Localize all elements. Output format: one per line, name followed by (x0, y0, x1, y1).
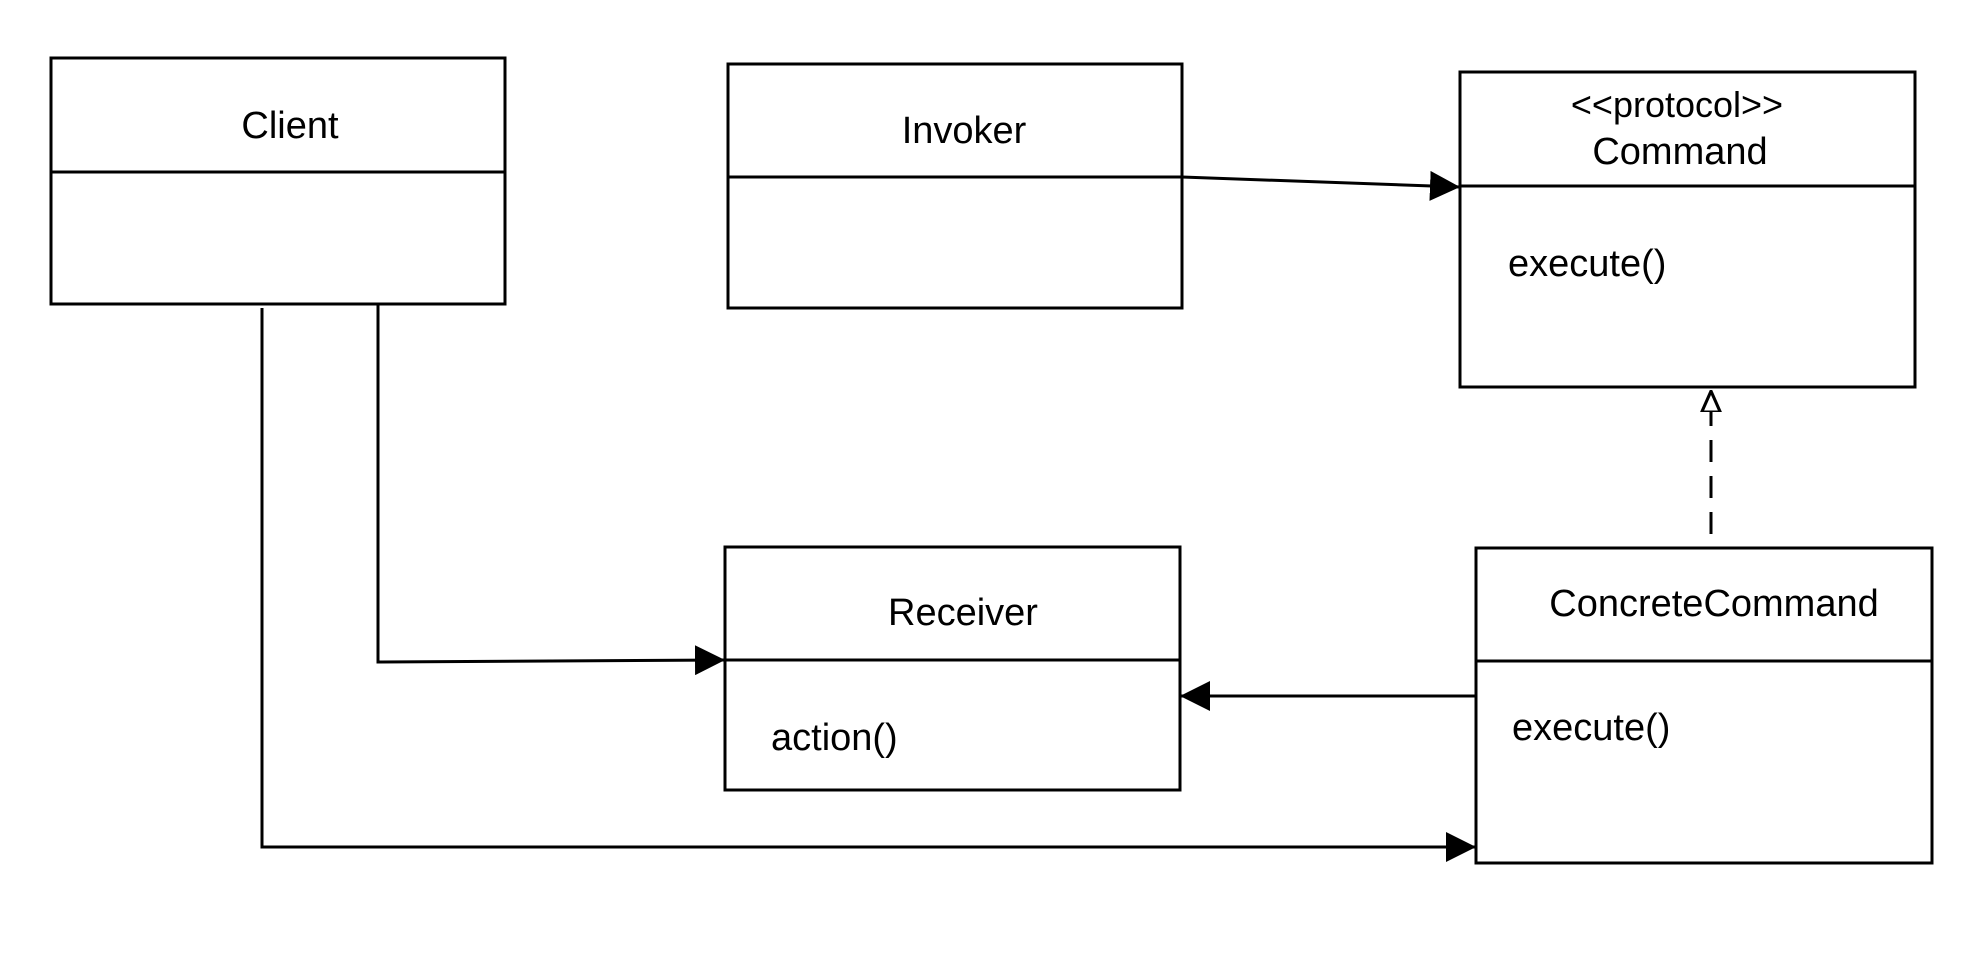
class-receiver-method-action: action() (771, 717, 898, 759)
association-client-to-receiver (376, 304, 726, 676)
class-command-stereotype: <<protocol>> (1571, 84, 1783, 125)
class-command-box (1458, 70, 1917, 389)
association-invoker-to-command (728, 170, 1461, 201)
class-command-name: Command (1592, 131, 1767, 173)
class-client-box (49, 56, 507, 306)
class-receiver-name: Receiver (888, 592, 1038, 634)
class-command-method-execute: execute() (1508, 243, 1666, 285)
association-client-to-concrete-command (260, 308, 1476, 862)
class-concrete-command[interactable]: ConcreteCommand execute() (1474, 546, 1934, 865)
class-receiver[interactable]: Receiver action() (723, 545, 1182, 792)
class-receiver-box (723, 545, 1182, 792)
class-invoker[interactable]: Invoker (726, 62, 1184, 310)
class-concrete-command-box (1474, 546, 1934, 865)
class-command[interactable]: <<protocol>> Command execute() (1458, 70, 1917, 389)
class-client-name: Client (241, 105, 339, 147)
class-client[interactable]: Client (49, 56, 507, 306)
class-concrete-command-name: ConcreteCommand (1549, 583, 1878, 625)
class-invoker-box (726, 62, 1184, 310)
class-concrete-command-method-execute: execute() (1512, 707, 1670, 749)
class-invoker-name: Invoker (902, 110, 1027, 152)
